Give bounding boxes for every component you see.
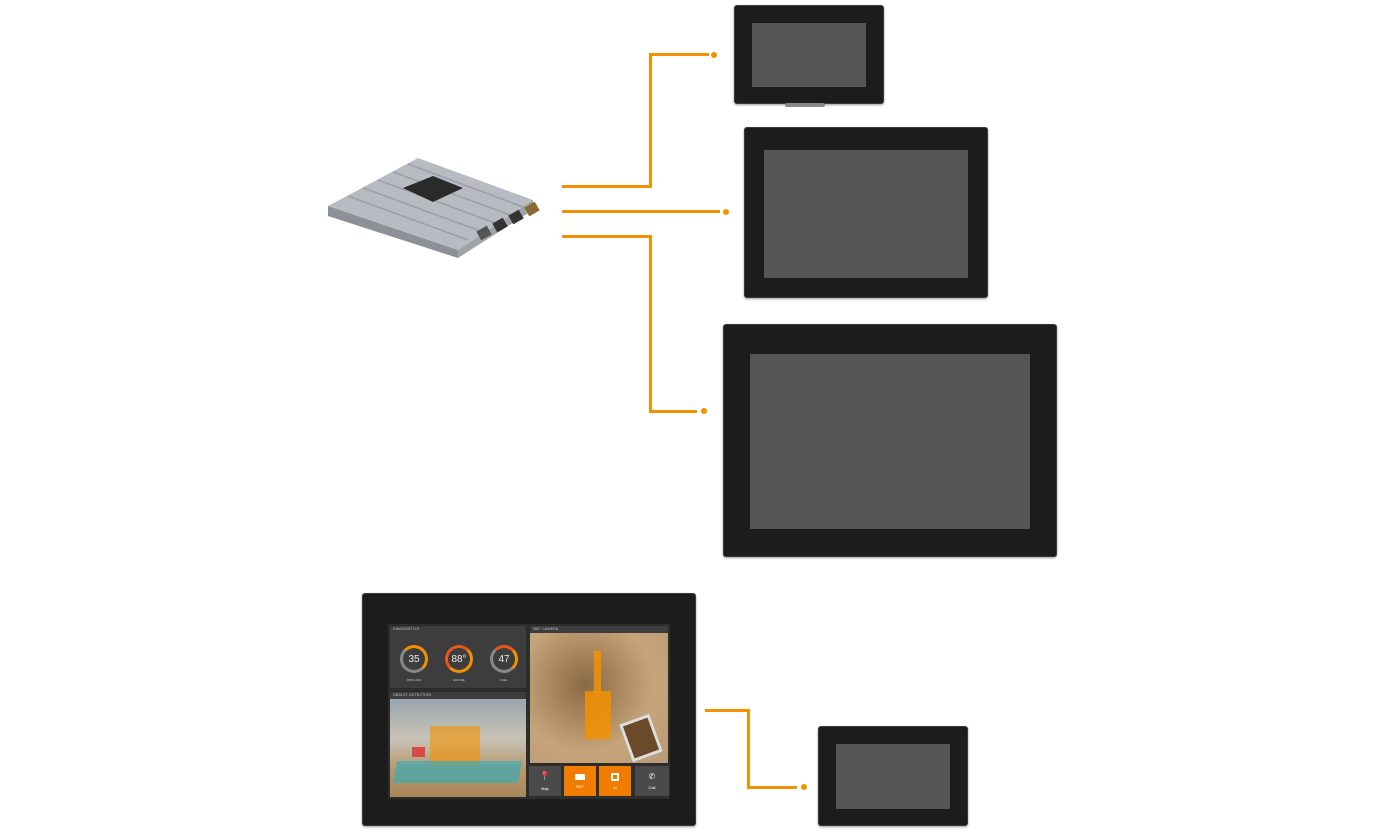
connector-dot [723, 209, 729, 215]
action-bar: 📍 Map 360° AI ✆ Call [529, 766, 669, 796]
camera-panel: 360° CAMERA [529, 625, 669, 764]
panel-title: 360° CAMERA [533, 627, 559, 631]
button-label: 360° [575, 783, 585, 789]
display-screen: DIAGNOSTICS 35 RPM x100 88° ENGINE 47 FU… [388, 624, 670, 799]
fuel-gauge: 47 [490, 645, 518, 673]
connector-line [649, 235, 652, 413]
connector-dot [711, 52, 717, 58]
excavator-arm-overlay [594, 651, 601, 693]
display-medium [744, 127, 988, 298]
connector-line [747, 786, 797, 789]
connector-line [705, 709, 750, 712]
camera-feed [530, 633, 668, 763]
display-screen [836, 744, 950, 809]
button-label: Call [648, 785, 656, 790]
detection-person [412, 747, 425, 757]
truck [619, 713, 663, 763]
display-large [723, 324, 1057, 557]
phone-icon: ✆ [648, 772, 656, 781]
panel-title: DIAGNOSTICS [393, 627, 420, 631]
button-label: Map [541, 786, 549, 791]
ai-button[interactable]: AI [599, 766, 631, 796]
display-main: DIAGNOSTICS 35 RPM x100 88° ENGINE 47 FU… [362, 593, 696, 826]
display-small-bottom [818, 726, 968, 826]
connector-line [649, 410, 697, 413]
gauge-label: ENGINE [453, 678, 465, 682]
video-camera-icon [575, 773, 585, 780]
display-connectors [785, 103, 825, 107]
display-screen [750, 354, 1030, 529]
connector-line [562, 235, 652, 238]
connector-line [649, 53, 709, 56]
gauge-label: FUEL [500, 678, 508, 682]
chip-icon [611, 772, 619, 781]
control-unit [328, 158, 542, 258]
map-pin-icon: 📍 [539, 771, 551, 781]
excavator-overlay [585, 691, 611, 739]
panel-title: OBJECT DETECTION [393, 693, 432, 697]
camera-360-button[interactable]: 360° [564, 766, 596, 796]
detection-box [430, 726, 480, 766]
display-small-top [734, 5, 884, 104]
control-unit-icon [328, 158, 540, 258]
detection-zone [393, 761, 522, 783]
display-screen [752, 23, 866, 87]
gauge-label: RPM x100 [406, 678, 421, 682]
connector-dot [801, 784, 807, 790]
connector-line [562, 210, 720, 213]
detection-image [390, 699, 526, 797]
map-button[interactable]: 📍 Map [529, 766, 561, 796]
rpm-gauge: 35 [400, 645, 428, 673]
object-detection-panel: OBJECT DETECTION [389, 691, 527, 798]
button-label: AI [613, 784, 617, 790]
connector-line [649, 53, 652, 188]
display-screen [764, 150, 968, 278]
diagnostics-panel: DIAGNOSTICS 35 RPM x100 88° ENGINE 47 FU… [389, 625, 527, 689]
call-button[interactable]: ✆ Call [635, 766, 669, 796]
connector-dot [701, 408, 707, 414]
connector-line [747, 709, 750, 789]
connector-line [562, 185, 652, 188]
engine-gauge: 88° [445, 645, 473, 673]
